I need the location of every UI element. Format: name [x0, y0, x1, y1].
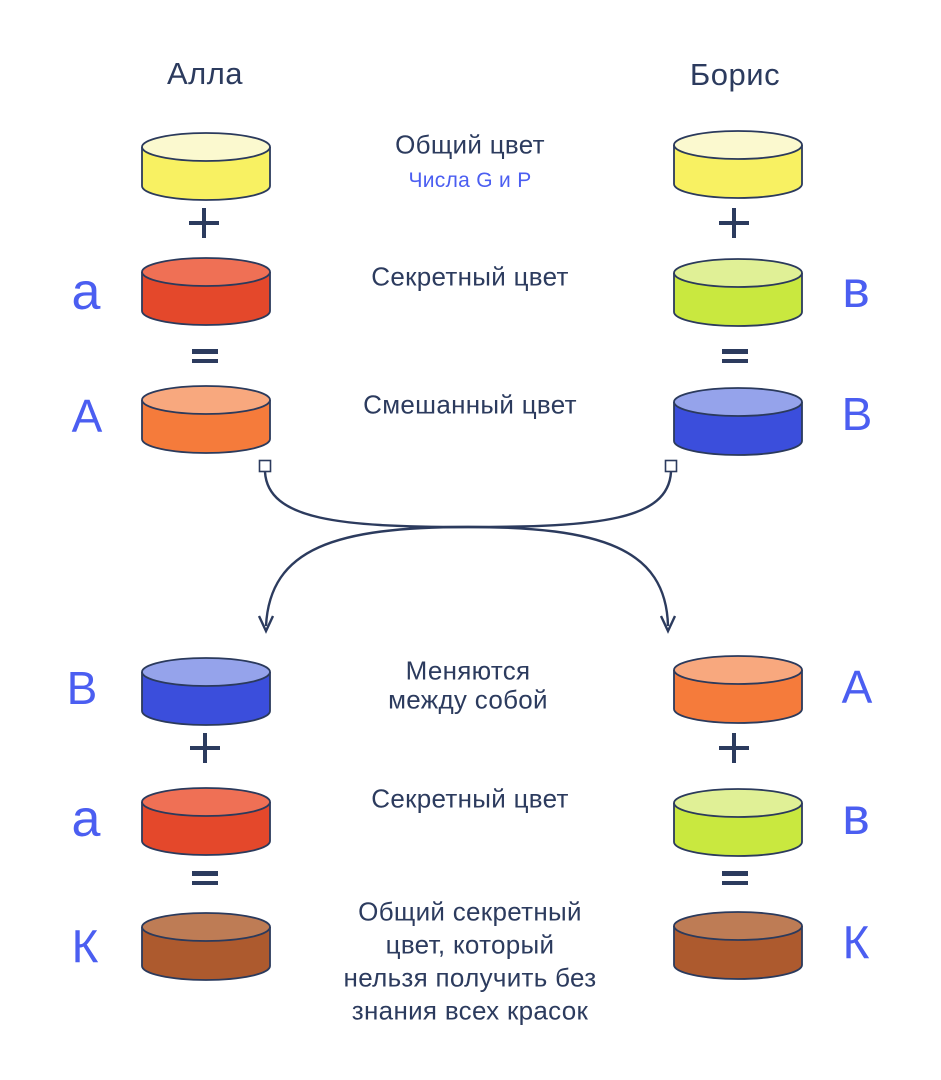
arrow-right-to-left: [264, 471, 673, 627]
cylinder-secret-left: [140, 257, 272, 332]
arrow-left-to-right: [263, 471, 670, 627]
label-numbers-g-p: Числа G и P: [408, 169, 532, 192]
arrowhead-right: [659, 615, 677, 634]
label-exchange-line1: Меняются: [405, 655, 531, 686]
participant-left-name: Алла: [166, 56, 244, 91]
letter-secret-a-2: а: [71, 790, 101, 848]
letter-received-A: А: [841, 661, 873, 713]
label-exchange-line2: между собой: [388, 684, 548, 715]
label-common-color: Общий цвет: [395, 129, 545, 160]
label-shared-line2: цвет, который: [385, 929, 555, 960]
letter-shared-K-right: К: [842, 916, 870, 968]
cylinder-received-left: [140, 657, 272, 732]
letter-secret-b-2: в: [842, 788, 870, 846]
label-mixed-color: Смешанный цвет: [363, 389, 577, 420]
arrowhead-left: [257, 615, 275, 634]
cylinder-secret-right: [672, 258, 804, 333]
cylinder-shared-right: [672, 911, 804, 986]
plus-operator: [719, 208, 749, 238]
equals-operator: [722, 871, 748, 885]
participant-right-name: Борис: [689, 57, 781, 92]
label-secret-color-2: Секретный цвет: [371, 783, 569, 814]
plus-operator: [190, 733, 220, 763]
equals-operator: [192, 871, 218, 885]
cylinder-common-color-right: [672, 130, 804, 205]
cylinder-shared-left: [140, 912, 272, 987]
connector-square-left: [258, 459, 272, 473]
cylinder-mixed-right: [672, 387, 804, 462]
letter-shared-K-left: К: [71, 920, 99, 972]
label-shared-line1: Общий секретный: [358, 896, 582, 927]
cylinder-mixed-left: [140, 385, 272, 460]
exchange-arrows: [257, 459, 678, 634]
letter-secret-a: а: [71, 263, 101, 321]
plus-operator: [719, 733, 749, 763]
label-shared-line3: нельзя получить без: [343, 962, 597, 993]
label-shared-line4: знания всех красок: [351, 995, 589, 1026]
cylinder-secret2-left: [140, 787, 272, 862]
cylinder-common-color-left: [140, 132, 272, 207]
label-secret-color: Секретный цвет: [371, 261, 569, 292]
letter-mixed-A: А: [71, 390, 103, 442]
equals-operator: [722, 349, 748, 363]
cylinder-secret2-right: [672, 788, 804, 863]
cylinder-received-right: [672, 655, 804, 730]
plus-operator: [189, 208, 219, 238]
equals-operator: [192, 349, 218, 363]
letter-mixed-B: В: [841, 388, 873, 440]
letter-secret-b: в: [842, 261, 870, 319]
connector-square-right: [664, 459, 678, 473]
letter-received-B: В: [66, 662, 98, 714]
